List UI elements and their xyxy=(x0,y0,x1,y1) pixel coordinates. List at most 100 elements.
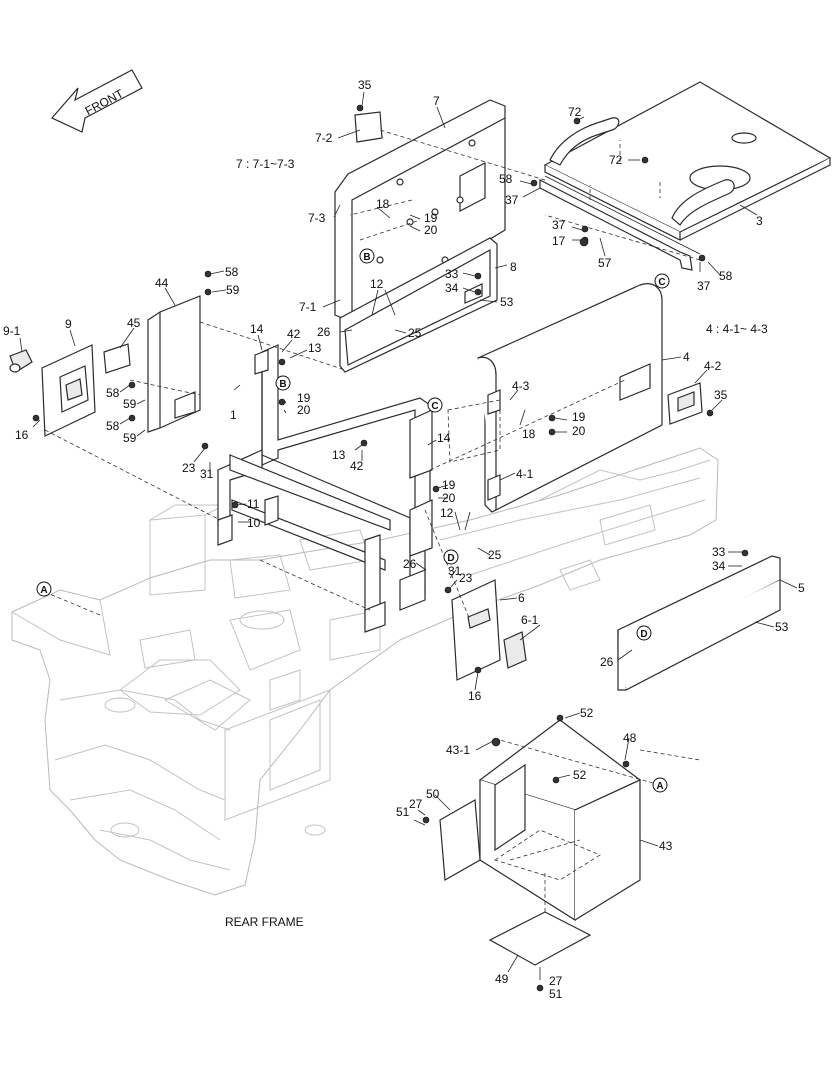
part-label: 23 xyxy=(459,571,473,585)
part-label: 18 xyxy=(522,427,536,441)
part-43-battery-box xyxy=(478,719,642,922)
part-label: 26 xyxy=(403,557,417,571)
part-label: 58 xyxy=(106,419,120,433)
part-label: 49 xyxy=(495,972,509,986)
part-9-1-handle xyxy=(9,349,33,373)
part-label: 16 xyxy=(15,428,29,442)
part-label: 19 xyxy=(297,391,311,405)
part-6-panel xyxy=(451,579,501,681)
part-label: 35 xyxy=(714,388,728,402)
part-57-bracket-bar xyxy=(539,175,701,271)
callout-b-upper: B xyxy=(359,248,375,264)
part-label: 14 xyxy=(250,322,264,336)
part-label: 59 xyxy=(123,431,137,445)
assembly-lines xyxy=(39,129,701,912)
part-label: 53 xyxy=(500,295,514,309)
part-label: 42 xyxy=(350,459,364,473)
part-label: 1 xyxy=(230,408,237,422)
part-label: 58 xyxy=(106,386,120,400)
part-label: 58 xyxy=(225,265,239,279)
part-6-1-grip xyxy=(503,631,527,669)
svg-text:B: B xyxy=(279,379,286,390)
part-label: 37 xyxy=(505,193,519,207)
bolts xyxy=(32,104,749,992)
part-label: 52 xyxy=(580,706,594,720)
part-label: 59 xyxy=(226,283,240,297)
part-3-top-plate xyxy=(543,81,832,241)
part-1-main-frame xyxy=(217,344,433,633)
part-label: 44 xyxy=(155,276,169,290)
callout-d-right: D xyxy=(636,625,652,641)
part-label: 43-1 xyxy=(446,743,470,757)
part-label: 9-1 xyxy=(3,324,21,338)
part-label: 72 xyxy=(568,105,582,119)
part-label: 58 xyxy=(499,172,513,186)
part-45-plate xyxy=(103,343,131,374)
part-label: 12 xyxy=(440,506,454,520)
part-label: 31 xyxy=(200,467,214,481)
callout-c-frame: C xyxy=(427,397,443,413)
part-5-side-cover xyxy=(617,555,781,691)
front-arrow: FRONT xyxy=(51,69,143,133)
rear-frame-label: REAR FRAME xyxy=(225,915,304,929)
callout-c-top: C xyxy=(654,273,670,289)
part-label: 45 xyxy=(127,316,141,330)
part-label: 72 xyxy=(609,153,623,167)
part-label: 12 xyxy=(370,277,384,291)
part-label: 27 xyxy=(409,797,423,811)
part-label: 51 xyxy=(396,805,410,819)
part-label: 14 xyxy=(437,431,451,445)
part-label: 10 xyxy=(247,516,261,530)
part-label: 13 xyxy=(308,341,322,355)
part-label: 34 xyxy=(445,281,459,295)
part-label: 7-2 xyxy=(315,131,333,145)
part-label: 25 xyxy=(488,548,502,562)
part-label: 26 xyxy=(600,655,614,669)
part-label: 6 xyxy=(518,591,525,605)
part-label: 42 xyxy=(287,327,301,341)
part-label: 17 xyxy=(552,234,566,248)
part-label: 27 xyxy=(549,974,563,988)
svg-text:A: A xyxy=(656,781,663,792)
part-label: 18 xyxy=(376,197,390,211)
part-label: 7-1 xyxy=(299,300,317,314)
svg-text:A: A xyxy=(40,585,47,596)
part-label: 52 xyxy=(573,768,587,782)
svg-text:D: D xyxy=(447,553,454,564)
note-7-range: 7 : 7-1~7-3 xyxy=(236,157,295,171)
part-label: 33 xyxy=(712,545,726,559)
part-label: 58 xyxy=(719,269,733,283)
part-label: 16 xyxy=(468,689,482,703)
callout-a-left: A xyxy=(36,581,52,597)
svg-text:C: C xyxy=(658,277,665,288)
part-label: 19 xyxy=(424,211,438,225)
part-4-large-cover xyxy=(477,283,663,513)
part-label: 20 xyxy=(297,403,311,417)
part-label: 4-2 xyxy=(704,359,722,373)
svg-text:B: B xyxy=(363,252,370,263)
callout-b-frame: B xyxy=(275,375,291,391)
part-label: 20 xyxy=(442,491,456,505)
part-label: 6-1 xyxy=(521,613,539,627)
part-label: 5 xyxy=(798,581,805,595)
part-label: 26 xyxy=(317,325,331,339)
part-label: 43 xyxy=(659,839,673,853)
part-label: 25 xyxy=(408,326,422,340)
part-label: 4-3 xyxy=(512,379,530,393)
part-label: 20 xyxy=(572,424,586,438)
part-label: 51 xyxy=(549,987,563,1001)
part-label: 13 xyxy=(332,448,346,462)
part-9-panel xyxy=(41,344,96,437)
part-label: 59 xyxy=(123,397,137,411)
part-label: 19 xyxy=(572,410,586,424)
part-label: 53 xyxy=(775,620,789,634)
callout-d-middle: D xyxy=(443,549,459,565)
part-label: 50 xyxy=(426,787,440,801)
part-label: 7 xyxy=(433,94,440,108)
part-50-cover xyxy=(439,799,481,881)
part-label: 37 xyxy=(552,218,566,232)
part-7-upper-panel xyxy=(334,99,506,323)
part-label: 4-1 xyxy=(516,467,534,481)
svg-text:D: D xyxy=(640,629,647,640)
part-label: 20 xyxy=(424,223,438,237)
